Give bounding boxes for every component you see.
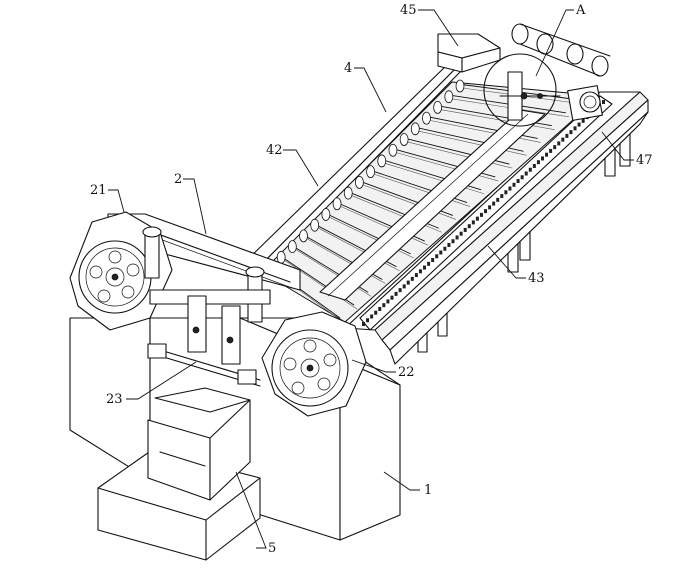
rack-tooth xyxy=(406,280,410,285)
rack-tooth xyxy=(447,242,451,247)
rack-tooth xyxy=(602,100,605,104)
rack-tooth xyxy=(577,122,581,127)
rack-tooth xyxy=(398,288,402,293)
rack-tooth xyxy=(418,269,422,274)
rack-tooth xyxy=(394,291,398,296)
label-47: 47 xyxy=(636,153,653,168)
label-A: A xyxy=(575,3,586,18)
right-wheel-housing xyxy=(261,311,367,417)
rack-tooth xyxy=(427,261,431,266)
rack-tooth xyxy=(414,273,418,278)
rack-tooth xyxy=(410,276,414,281)
rack-tooth xyxy=(484,209,488,214)
rack-tooth xyxy=(402,284,406,289)
label-2: 2 xyxy=(174,172,182,187)
rack-tooth xyxy=(378,306,382,311)
rack-tooth xyxy=(435,254,439,259)
rack-tooth xyxy=(516,179,520,184)
rack-tooth xyxy=(504,190,508,195)
label-21: 21 xyxy=(90,183,107,198)
rack-tooth xyxy=(512,182,516,187)
rack-tooth xyxy=(528,167,532,172)
rack-tooth xyxy=(366,318,370,323)
rack-tooth xyxy=(545,152,549,157)
rack-tooth xyxy=(573,126,577,131)
rack-tooth xyxy=(496,197,500,202)
rack-tooth xyxy=(386,299,390,304)
blade-guides xyxy=(147,289,271,387)
rack-tooth xyxy=(500,194,504,199)
rack-tooth xyxy=(561,137,565,142)
leader-lines xyxy=(108,9,634,549)
rack-tooth xyxy=(536,160,540,165)
rack-tooth xyxy=(362,322,365,326)
label-42: 42 xyxy=(266,143,283,158)
rack-tooth xyxy=(459,231,463,236)
roller xyxy=(444,90,569,118)
rack-tooth xyxy=(382,303,386,308)
roller xyxy=(410,122,527,156)
rack-tooth xyxy=(540,156,544,161)
rack-tooth xyxy=(374,310,378,315)
label-5: 5 xyxy=(268,541,276,556)
rack-tooth xyxy=(569,130,573,135)
rack-tooth xyxy=(439,250,443,255)
rack-tooth xyxy=(463,227,467,232)
label-1: 1 xyxy=(424,483,432,498)
rack-tooth xyxy=(475,216,479,221)
rack-tooth xyxy=(532,163,536,168)
rack-tooth xyxy=(524,171,528,176)
rack-tooth xyxy=(443,246,447,251)
rack-tooth xyxy=(581,118,585,123)
rack-tooth xyxy=(471,220,475,225)
rack-tooth xyxy=(479,212,483,217)
reference-numerals: 45 A 4 42 47 21 2 43 22 23 1 5 xyxy=(90,3,653,556)
rack-tooth xyxy=(390,295,394,300)
label-23: 23 xyxy=(106,392,123,407)
rack-tooth xyxy=(557,141,561,146)
rack-tooth xyxy=(565,133,569,138)
rack-tooth xyxy=(553,145,557,150)
rack-tooth xyxy=(508,186,512,191)
rack-tooth xyxy=(431,258,435,263)
label-45: 45 xyxy=(400,3,417,18)
rack-tooth xyxy=(451,239,455,244)
rack-tooth xyxy=(492,201,496,206)
roller xyxy=(299,229,386,284)
rack-tooth xyxy=(467,224,471,229)
discharge-chute xyxy=(147,387,251,501)
label-43: 43 xyxy=(528,271,545,286)
rack-tooth xyxy=(549,148,553,153)
rack-tooth xyxy=(455,235,459,240)
rack-tooth xyxy=(520,175,524,180)
label-4: 4 xyxy=(344,61,352,76)
detail-circle-a xyxy=(483,53,561,127)
guide-posts xyxy=(142,226,265,323)
rack-tooth xyxy=(370,314,374,319)
label-22: 22 xyxy=(398,365,415,380)
rack-tooth xyxy=(423,265,427,270)
end-block xyxy=(437,23,611,77)
rack-tooth xyxy=(488,205,492,210)
center-guide xyxy=(319,109,546,301)
drive-gear xyxy=(567,85,603,121)
